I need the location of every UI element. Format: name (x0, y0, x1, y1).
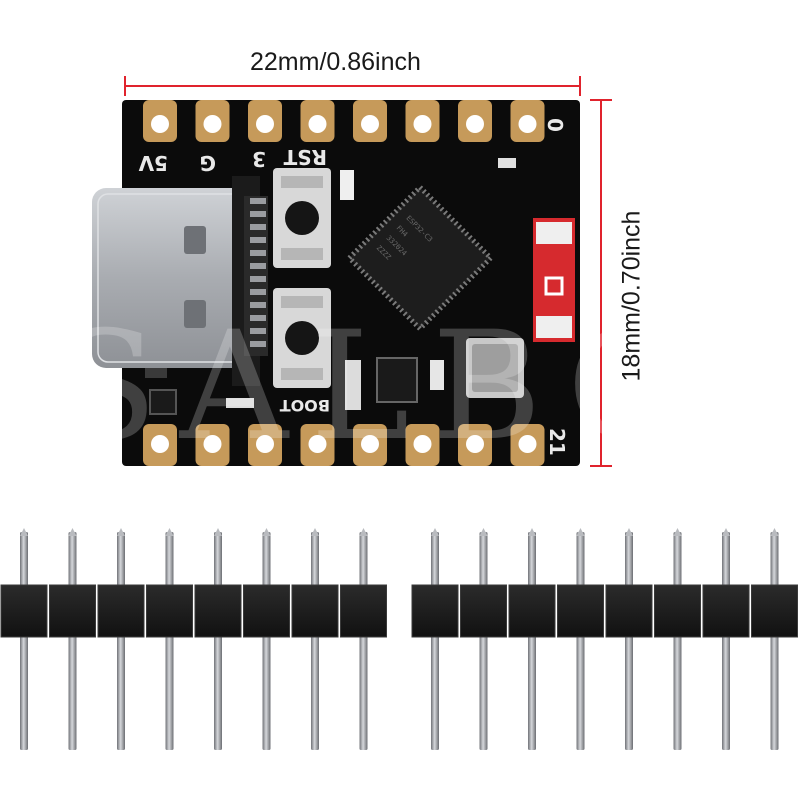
pin-pad (195, 424, 230, 466)
width-dimension (124, 76, 581, 96)
silk-rst: RST (283, 145, 327, 169)
pin-pad (195, 100, 230, 142)
header-pin (431, 528, 439, 750)
usb-contacts (250, 198, 266, 347)
header-pin (479, 528, 488, 750)
pin-pad (143, 100, 177, 142)
header-pin (68, 528, 77, 750)
pin-header-right (411, 528, 798, 750)
pin-pad (405, 100, 440, 142)
usb-contact (250, 237, 266, 243)
header-pin (359, 528, 368, 750)
header-pin (528, 528, 536, 750)
bottom-pin-pads (143, 424, 545, 466)
pin-pad (248, 100, 282, 142)
usb-contact (250, 328, 266, 334)
header-pin (673, 528, 682, 750)
pin-pad (300, 424, 335, 466)
header-pin (165, 528, 174, 750)
pin-pad (510, 100, 545, 142)
crystal-oscillator (466, 338, 524, 398)
usb-contact (250, 224, 266, 230)
pin-pad (353, 424, 387, 466)
boot-button (273, 288, 331, 388)
silk-5v: 5V (138, 151, 168, 175)
pin-pad (458, 100, 492, 142)
pcb-board: ESP32-C3 FH4 332024 ZZZZ (92, 100, 580, 466)
header-pin (20, 528, 28, 750)
ceramic-antenna (533, 218, 575, 342)
header-pin (214, 528, 222, 750)
silk-ground: G (200, 151, 216, 175)
silk-pin-21: 21 (545, 428, 569, 456)
pin-pad (405, 424, 440, 466)
reset-button (273, 168, 331, 268)
header-pin (722, 528, 730, 750)
usb-c-port (92, 176, 268, 386)
header-pin (311, 528, 319, 750)
usb-contact (250, 315, 266, 321)
header-plastic (0, 584, 387, 638)
silk-pin-0: 0 (543, 118, 567, 132)
top-pin-pads (143, 100, 545, 142)
pin-pad (458, 424, 492, 466)
usb-contact (250, 263, 266, 269)
usb-contact (250, 250, 266, 256)
header-plastic (411, 584, 798, 638)
usb-contact (250, 289, 266, 295)
usb-contact (250, 211, 266, 217)
pin-pad (353, 100, 387, 142)
height-dimension-label-wrap: 18mm/0.70inch (612, 188, 652, 403)
pin-pad (248, 424, 282, 466)
watermark-text: SALBOT (55, 300, 800, 474)
pin-pad (143, 424, 177, 466)
pin-pad (510, 424, 545, 466)
usb-contact (250, 341, 266, 347)
silk-3v3: 3 (252, 147, 266, 171)
usb-contact (250, 198, 266, 204)
silk-boot: BOOT (280, 396, 330, 415)
header-pin (262, 528, 271, 750)
width-dimension-label: 22mm/0.86inch (250, 48, 421, 76)
header-pin (625, 528, 633, 750)
header-pin (576, 528, 585, 750)
smd-components (145, 158, 516, 415)
header-pin (117, 528, 125, 750)
usb-contact (250, 276, 266, 282)
pin-pad (300, 100, 335, 142)
height-dimension-label: 18mm/0.70inch (617, 210, 646, 381)
usb-contact (250, 302, 266, 308)
height-dimension (590, 99, 612, 467)
header-pin (770, 528, 779, 750)
pin-header-left (0, 528, 387, 750)
esp32-chip: ESP32-C3 FH4 332024 ZZZZ (345, 183, 495, 333)
